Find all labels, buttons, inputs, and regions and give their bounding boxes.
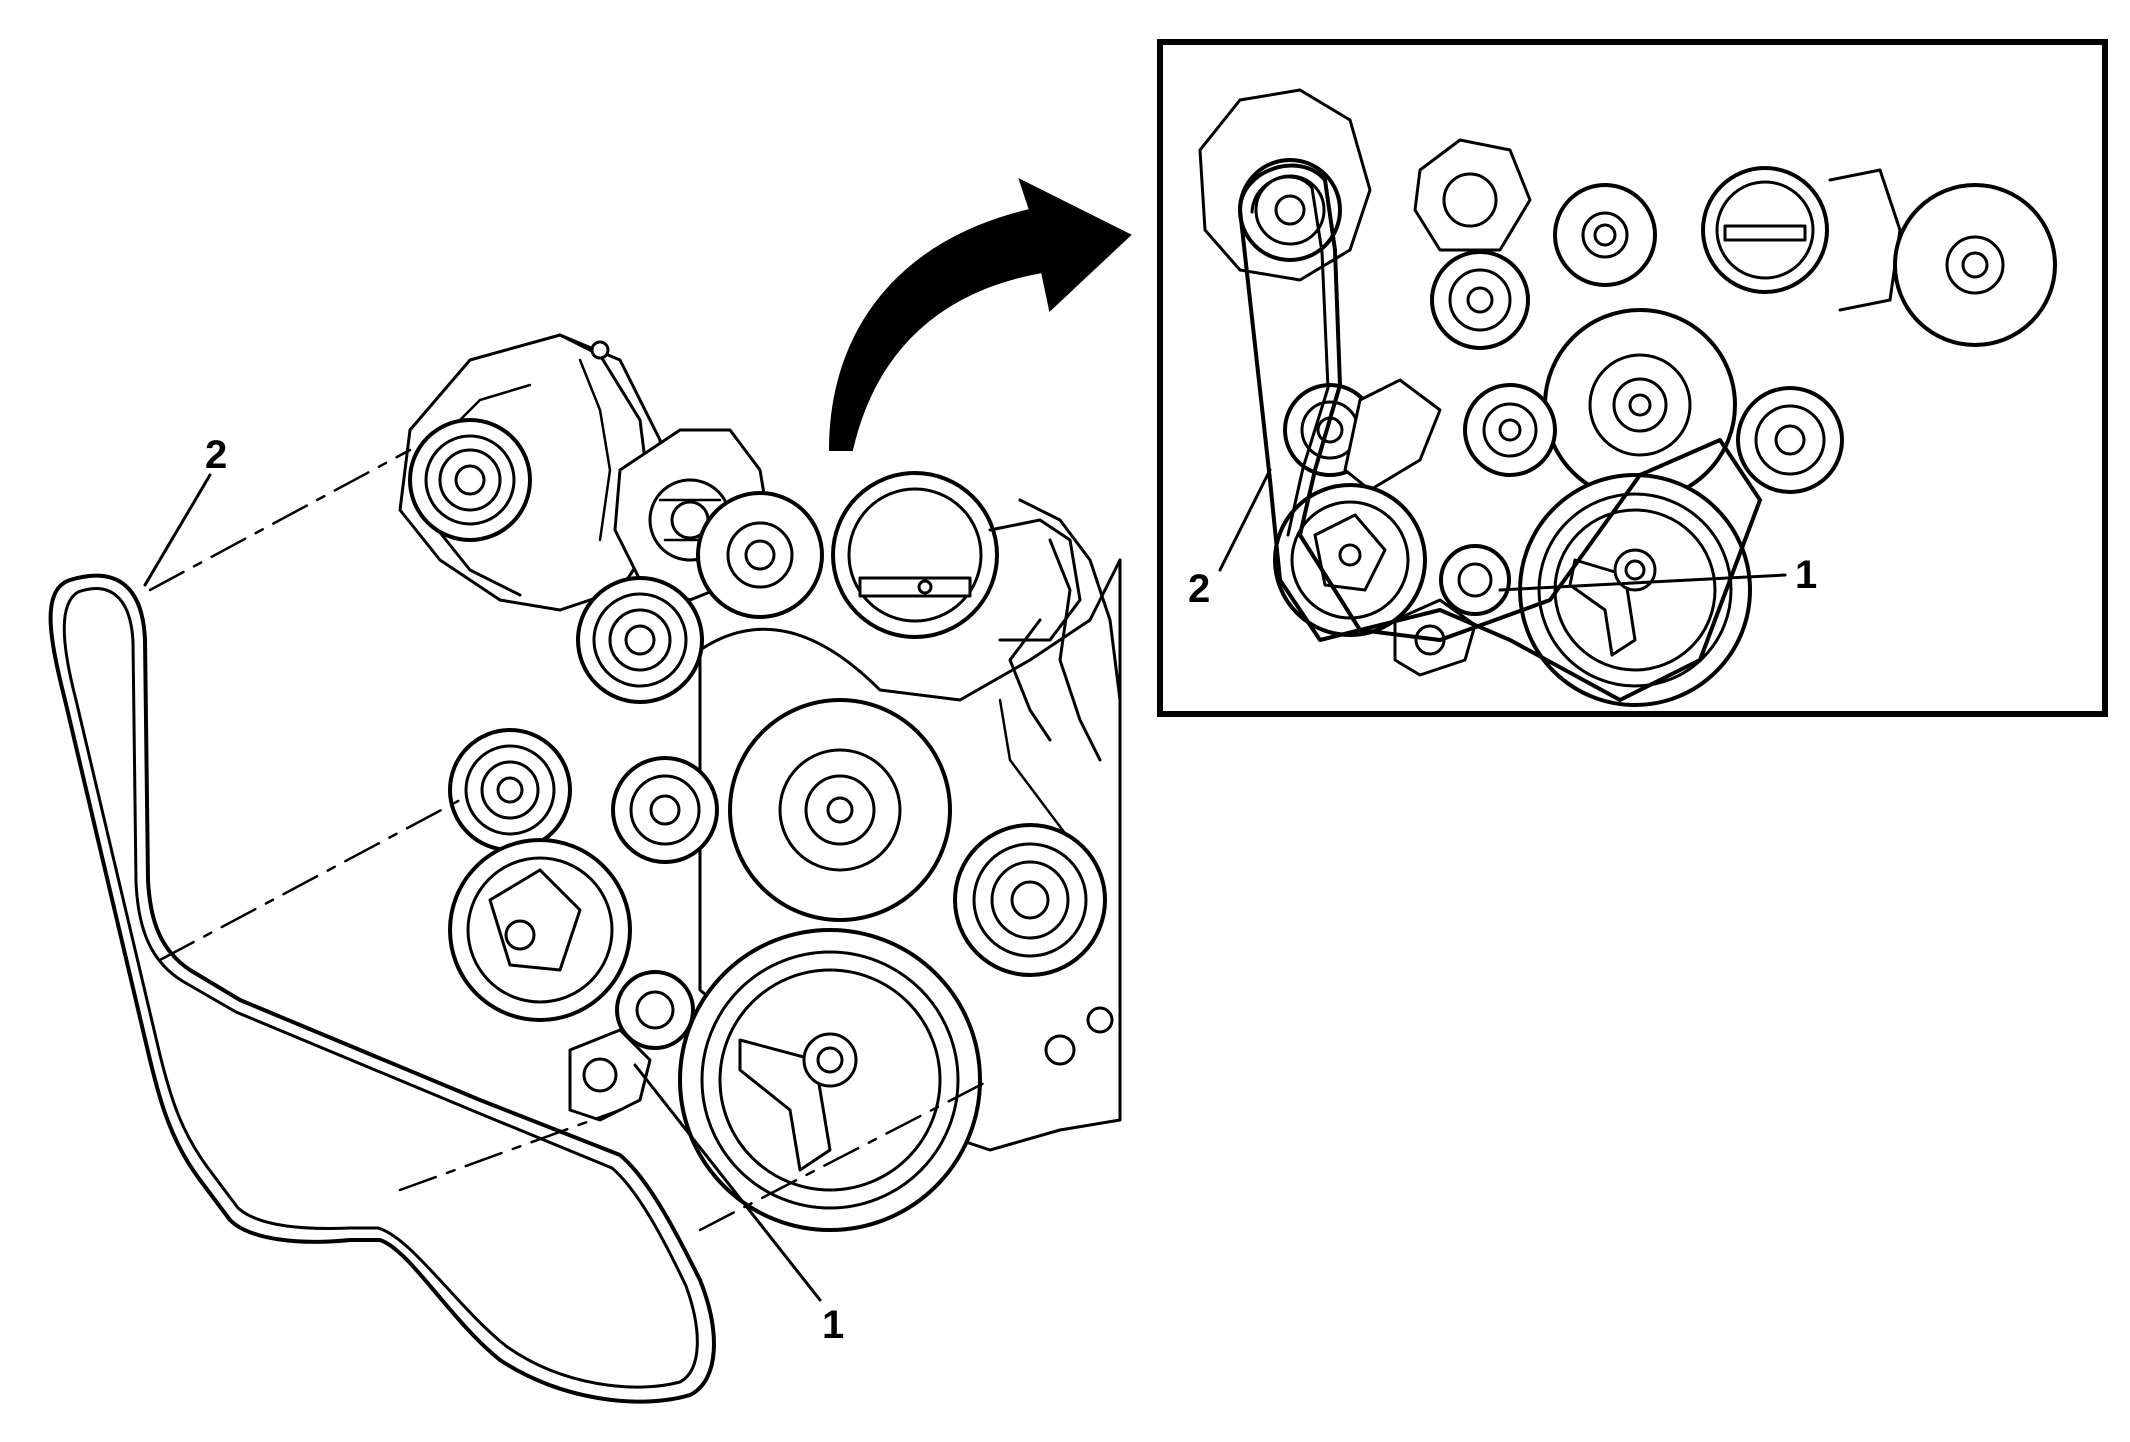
center-top-pulley [696, 491, 824, 619]
small-idler-pulley [611, 756, 719, 864]
inset-detail-view: 2 1 [1157, 39, 2108, 717]
inset-right-pulley [1893, 183, 2057, 347]
assembly-guide-lines [148, 448, 992, 1232]
inset-callout-leader-2 [1218, 468, 1272, 572]
inset-callout-label-2: 2 [1188, 567, 1210, 611]
throttle-body [831, 471, 1082, 642]
belt-tensioner [568, 970, 695, 1122]
callout-leader-1 [633, 1063, 822, 1302]
power-steering-pulley [953, 823, 1107, 977]
callout-leader-2 [143, 473, 212, 587]
engine-front-view: 2 1 [48, 333, 1122, 1404]
inset-callout-label-1: 1 [1795, 553, 1817, 597]
inset-left-idler [1283, 378, 1442, 492]
inset-drive-belt [1238, 163, 1762, 702]
inset-callout-leader-1 [1498, 573, 1787, 592]
inset-water-pump [1543, 308, 1737, 502]
left-idler-pulley [448, 728, 572, 852]
inset-crank-balancer [1518, 473, 1752, 707]
crankshaft-balancer [678, 928, 982, 1232]
inset-throttle-body [1701, 166, 1902, 312]
inset-upper-idler [1430, 250, 1530, 350]
inset-ps-pulley [1736, 386, 1844, 494]
upper-idler-pulley [576, 576, 704, 704]
ac-compressor [448, 838, 632, 1022]
inset-top-pulley [1553, 183, 1657, 287]
inset-ac-compressor [1273, 483, 1427, 637]
callout-label-2: 2 [205, 433, 227, 477]
inset-alternator [1198, 88, 1372, 282]
callout-label-1: 1 [822, 1303, 844, 1347]
inset-center-idler [1463, 383, 1557, 477]
alternator [398, 333, 662, 612]
inset-pump [1413, 138, 1532, 252]
water-pump-pulley [728, 698, 952, 922]
inset-tensioner [1393, 544, 1511, 677]
curved-arrow-icon [828, 178, 1132, 451]
drive-belt [48, 573, 716, 1404]
